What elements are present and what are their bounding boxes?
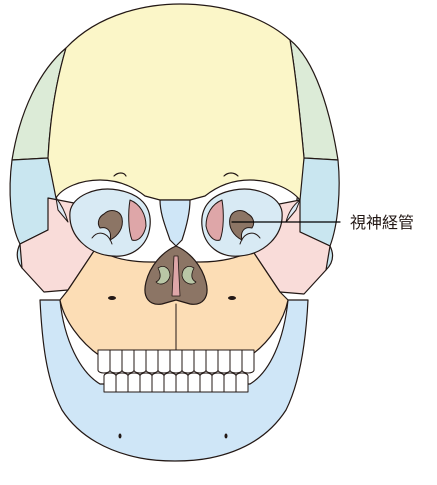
upper-tooth (158, 350, 170, 373)
upper-tooth (206, 350, 218, 373)
frontal-bone (48, 4, 304, 200)
upper-tooth (134, 350, 146, 373)
lower-teeth (104, 373, 248, 392)
lower-tooth (164, 373, 176, 392)
lower-tooth (104, 373, 116, 392)
optic-canal-label: 視神経管 (350, 213, 414, 233)
upper-tooth (218, 350, 230, 373)
nasal-bone (160, 200, 190, 246)
upper-tooth (122, 350, 134, 373)
upper-tooth (182, 350, 194, 373)
upper-tooth (242, 350, 254, 373)
upper-tooth (98, 350, 110, 373)
lower-tooth (200, 373, 212, 392)
mental-foramen-right (225, 434, 228, 439)
upper-teeth (98, 350, 254, 373)
lower-tooth (224, 373, 236, 392)
upper-tooth (230, 350, 242, 373)
lower-tooth (236, 373, 248, 392)
lower-tooth (116, 373, 128, 392)
lower-tooth (128, 373, 140, 392)
lower-tooth (188, 373, 200, 392)
upper-tooth (110, 350, 122, 373)
lower-tooth (152, 373, 164, 392)
upper-tooth (170, 350, 182, 373)
lower-tooth (176, 373, 188, 392)
lower-tooth (140, 373, 152, 392)
upper-tooth (146, 350, 158, 373)
infraorbital-foramen-left (108, 296, 116, 300)
lower-tooth (212, 373, 224, 392)
infraorbital-foramen-right (228, 296, 236, 300)
upper-tooth (194, 350, 206, 373)
mental-foramen-left (119, 434, 122, 439)
